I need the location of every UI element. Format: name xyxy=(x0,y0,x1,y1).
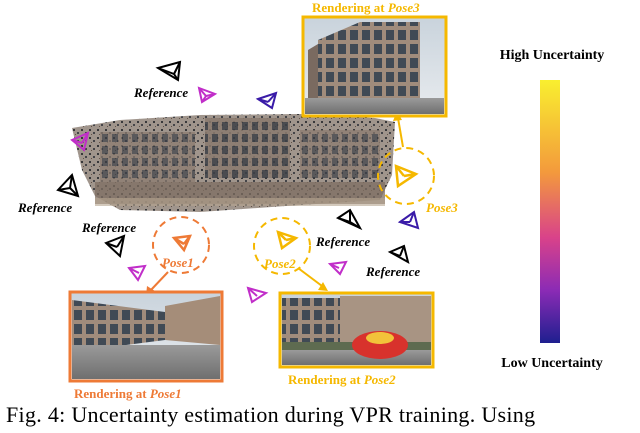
camera-icon xyxy=(394,164,419,189)
reference-label: Reference xyxy=(315,234,370,249)
camera-icon xyxy=(197,86,218,104)
colorbar-gradient xyxy=(540,80,560,343)
rendering-pose2-title: Rendering at Pose2 xyxy=(288,372,396,387)
camera-icon xyxy=(387,244,410,264)
colorbar-high-label: High Uncertainty xyxy=(500,48,605,63)
reference-label: Reference xyxy=(365,264,420,279)
camera-icon xyxy=(246,286,269,304)
figure-caption: Fig. 4: Uncertainty estimation during VP… xyxy=(6,402,536,427)
camera-icon xyxy=(276,230,299,251)
pose1-label: Pose1 xyxy=(162,255,194,270)
rendering-pose3-title: Rendering at Pose3 xyxy=(312,0,420,15)
camera-icon xyxy=(70,131,90,152)
camera-icon xyxy=(127,264,147,282)
camera-icon xyxy=(327,260,348,276)
pose3-label: Pose3 xyxy=(426,200,458,215)
pose2-label: Pose2 xyxy=(264,256,296,271)
camera-icon xyxy=(335,208,363,231)
pose3-circle xyxy=(377,147,435,205)
pose2-circle xyxy=(253,217,311,275)
point-cloud-reconstruction xyxy=(72,114,395,212)
camera-icon xyxy=(155,60,182,82)
reference-label: Reference xyxy=(17,200,72,215)
rendering-pose1-title: Rendering at Pose1 xyxy=(74,386,182,401)
pose1-circle xyxy=(152,216,210,274)
colorbar-low-label: Low Uncertainty xyxy=(501,356,603,371)
rendering-pose2-panel: Rendering at Pose2 xyxy=(278,291,435,387)
rendering-pose3-panel: Rendering at Pose3 xyxy=(301,0,448,118)
rendering-pose1-panel: Rendering at Pose1 xyxy=(68,290,224,401)
camera-icon xyxy=(104,234,126,258)
camera-icon xyxy=(255,91,278,110)
camera-icon xyxy=(56,173,80,198)
reference-label: Reference xyxy=(133,85,188,100)
camera-icon xyxy=(397,210,420,230)
uncertainty-colorbar: High Uncertainty Low Uncertainty xyxy=(500,48,605,371)
pose2-arrow xyxy=(297,267,328,291)
camera-icon xyxy=(171,234,193,253)
reference-label: Reference xyxy=(81,220,136,235)
